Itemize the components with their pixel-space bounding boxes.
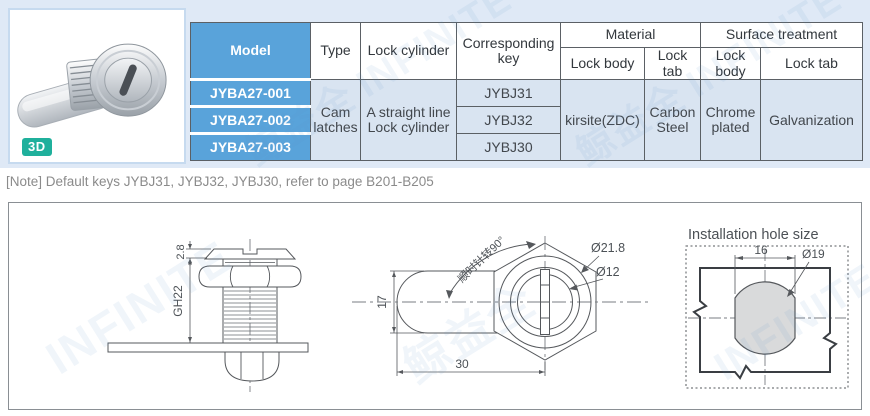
installation-title: Installation hole size bbox=[688, 227, 819, 243]
key-cell: JYBJ32 bbox=[456, 106, 561, 135]
model-cell: JYBA27-001 bbox=[190, 79, 311, 109]
material-lock-tab-cell: Carbon Steel bbox=[643, 79, 702, 162]
type-cell: Cam latches bbox=[310, 79, 361, 162]
hole-width-dim: 16 bbox=[754, 243, 768, 257]
table-row: JYBA27-003 JYBJ30 bbox=[190, 133, 863, 162]
installation-drawing bbox=[685, 245, 849, 389]
side-view-body-height-dim: GH22 bbox=[171, 285, 185, 317]
cylinder-diameter-dim: Ø12 bbox=[596, 265, 620, 279]
lock-cylinder-cell: A straight line Lock cylinder bbox=[360, 79, 457, 162]
header-surface-treatment: Surface treatment bbox=[700, 22, 864, 48]
header-surface-lock-tab: Lock tab bbox=[760, 46, 864, 81]
front-view-body-length-dim: 30 bbox=[455, 357, 469, 371]
side-view-drawing bbox=[107, 239, 309, 392]
surface-lock-body-cell: Chrome plated bbox=[700, 79, 762, 162]
model-cell: JYBA27-003 bbox=[190, 133, 311, 162]
key-cell: JYBJ30 bbox=[456, 133, 561, 162]
front-view-drawing bbox=[352, 236, 652, 376]
key-cell: JYBJ31 bbox=[456, 79, 561, 108]
header-corresponding-key: Corresponding key bbox=[456, 21, 561, 81]
header-model: Model bbox=[190, 21, 311, 82]
spec-table: Model Type Lock cylinder Corresponding k… bbox=[190, 21, 864, 162]
header-material-lock-tab: Lock tab bbox=[643, 46, 702, 81]
hole-diameter-dim: Ø19 bbox=[802, 247, 825, 261]
front-view-cam-width-dim: 17 bbox=[375, 295, 389, 309]
technical-drawings: 2.8 GH22 bbox=[107, 227, 849, 392]
product-photo-frame: 3D bbox=[8, 8, 186, 164]
product-photo bbox=[17, 43, 167, 128]
model-cell: JYBA27-002 bbox=[190, 106, 311, 136]
outer-diameter-dim: Ø21.8 bbox=[591, 241, 625, 255]
table-row: JYBA27-001 Cam latches A straight line L… bbox=[190, 79, 864, 162]
side-view-head-height-dim: 2.8 bbox=[175, 244, 187, 259]
header-lock-cylinder: Lock cylinder bbox=[360, 21, 457, 81]
3d-view-badge[interactable]: 3D bbox=[22, 138, 52, 156]
header-surface-lock-body: Lock body bbox=[700, 46, 762, 81]
surface-lock-tab-cell: Galvanization bbox=[760, 79, 864, 162]
technical-drawing-panel: 2.8 GH22 bbox=[8, 202, 862, 410]
header-material: Material bbox=[559, 22, 702, 48]
header-type: Type bbox=[310, 21, 361, 81]
header-material-lock-body: Lock body bbox=[560, 46, 645, 81]
material-lock-body-cell: kirsite(ZDC) bbox=[560, 79, 645, 162]
note-text: [Note] Default keys JYBJ31, JYBJ32, JYBJ… bbox=[6, 174, 434, 189]
